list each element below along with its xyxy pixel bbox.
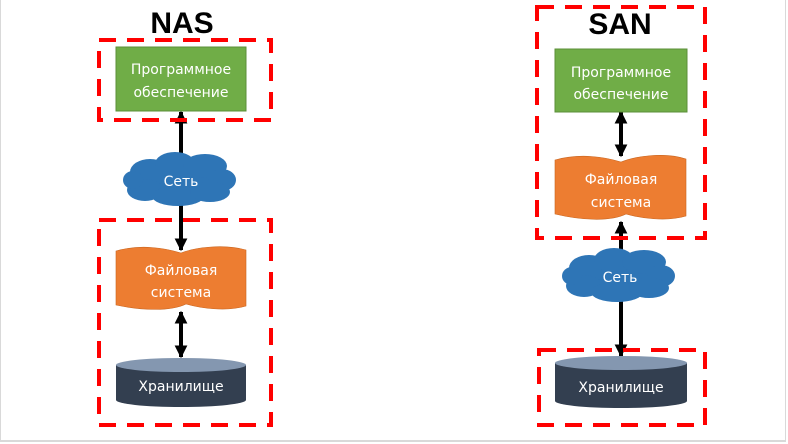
nas-software-label-1: Программное xyxy=(131,62,231,78)
nas-title: NAS xyxy=(150,7,213,40)
san-network-cloud: Сеть xyxy=(562,248,675,302)
nas-filesystem-label-1: Файловая xyxy=(145,263,218,279)
san-software-label-1: Программное xyxy=(571,65,671,81)
san-storage-boundary xyxy=(537,348,707,427)
san-host-boundary xyxy=(535,5,707,240)
san-storage-label: Хранилище xyxy=(578,380,663,396)
san-storage-cylinder: Хранилище xyxy=(555,356,687,408)
nas-storage-cylinder: Хранилище xyxy=(116,358,246,407)
nas-network-label: Сеть xyxy=(164,174,199,190)
san-filesystem-label-2: система xyxy=(591,195,651,211)
nas-network-cloud: Сеть xyxy=(123,152,236,206)
nas-filesystem-shape: Файловая система xyxy=(115,246,247,310)
san-filesystem-label-1: Файловая xyxy=(585,172,658,188)
san-network-label: Сеть xyxy=(603,270,638,286)
nas-software-box: Программное обеспечение xyxy=(115,46,247,112)
nas-storage-boundary xyxy=(97,218,273,427)
san-software-label-2: обеспечение xyxy=(573,87,668,103)
nas-application-boundary xyxy=(97,38,273,122)
san-software-box: Программное обеспечение xyxy=(554,48,688,113)
san-title: SAN xyxy=(588,8,651,41)
san-filesystem-shape: Файловая система xyxy=(554,155,687,220)
nas-software-label-2: обеспечение xyxy=(133,85,228,101)
nas-filesystem-label-2: система xyxy=(151,285,211,301)
nas-storage-label: Хранилище xyxy=(138,379,223,395)
cloud-icon xyxy=(562,248,675,302)
cloud-icon xyxy=(123,152,236,206)
